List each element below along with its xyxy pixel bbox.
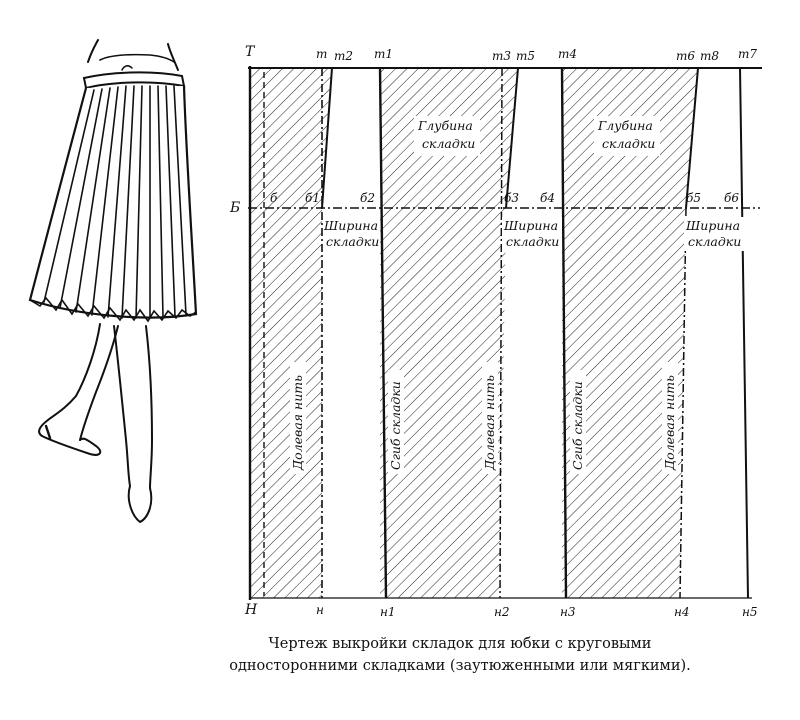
svg-text:Долевая нить: Долевая нить — [290, 375, 305, 471]
point-label-h3: н3 — [560, 605, 576, 619]
point-label-b4: б4 — [540, 191, 555, 205]
svg-text:складки: складки — [422, 136, 475, 151]
point-label-h5: н5 — [742, 605, 758, 619]
point-label-t: т — [316, 47, 327, 61]
point-label-b6: б6 — [724, 191, 739, 205]
point-label-t5: т5 — [516, 49, 535, 63]
point-label-t1: т1 — [374, 47, 393, 61]
svg-text:Глубина: Глубина — [417, 118, 473, 133]
point-label-t6: т6 — [676, 49, 695, 63]
depth-note-2: Глубина складки — [594, 116, 660, 156]
svg-text:складки: складки — [506, 234, 559, 249]
grain-note-2: Долевая нить — [482, 362, 498, 474]
point-label-H: Н — [244, 602, 258, 618]
svg-text:Долевая нить: Долевая нить — [662, 375, 677, 471]
width-note-1: Ширина складки — [323, 218, 379, 249]
point-label-b5: б5 — [686, 191, 701, 205]
svg-text:Долевая нить: Долевая нить — [482, 375, 497, 471]
point-label-t3: т3 — [492, 49, 511, 63]
fold-note-2: Сгиб складки — [570, 370, 586, 474]
point-label-B: Б — [229, 200, 240, 216]
svg-text:складки: складки — [602, 136, 655, 151]
hatched-panel-1 — [250, 68, 332, 598]
figure-caption: Чертеж выкройки складок для юбки с круго… — [120, 633, 800, 677]
svg-text:Ширина: Ширина — [503, 218, 558, 233]
caption-line-1: Чертеж выкройки складок для юбки с круго… — [268, 636, 652, 652]
point-label-h1: н1 — [380, 605, 396, 619]
svg-text:Глубина: Глубина — [597, 118, 653, 133]
grain-note-3: Долевая нить — [662, 362, 678, 474]
point-label-h2: н2 — [494, 605, 510, 619]
fold-note-1: Сгиб складки — [388, 370, 404, 474]
point-label-t4: т4 — [558, 47, 577, 61]
point-label-h: н — [316, 603, 324, 617]
pattern-drawing: Т т т2 т1 т3 т5 т4 т6 т8 т7 Б б б1 б2 б3… — [229, 44, 762, 619]
point-label-b2: б2 — [360, 191, 375, 205]
width-note-3: Ширина складки — [684, 217, 744, 251]
svg-text:складки: складки — [688, 234, 741, 249]
grain-note-1: Долевая нить — [290, 362, 306, 474]
skirt-illustration — [28, 39, 198, 524]
point-label-t8: т8 — [700, 49, 719, 63]
svg-text:Сгиб складки: Сгиб складки — [570, 381, 585, 470]
svg-text:Сгиб складки: Сгиб складки — [388, 381, 403, 470]
point-label-b: б — [270, 191, 278, 205]
caption-line-2: односторонними складками (заутюженными и… — [229, 658, 691, 674]
svg-text:Ширина: Ширина — [685, 218, 740, 233]
point-label-b3: б3 — [504, 191, 519, 205]
point-label-h4: н4 — [674, 605, 690, 619]
point-label-t2: т2 — [334, 49, 353, 63]
width-note-2: Ширина складки — [502, 217, 562, 251]
svg-text:складки: складки — [326, 234, 379, 249]
point-label-t7: т7 — [738, 47, 757, 61]
svg-text:Ширина: Ширина — [323, 218, 378, 233]
point-label-T: Т — [245, 44, 256, 60]
depth-note-1: Глубина складки — [414, 116, 480, 156]
point-label-b1: б1 — [305, 191, 320, 205]
